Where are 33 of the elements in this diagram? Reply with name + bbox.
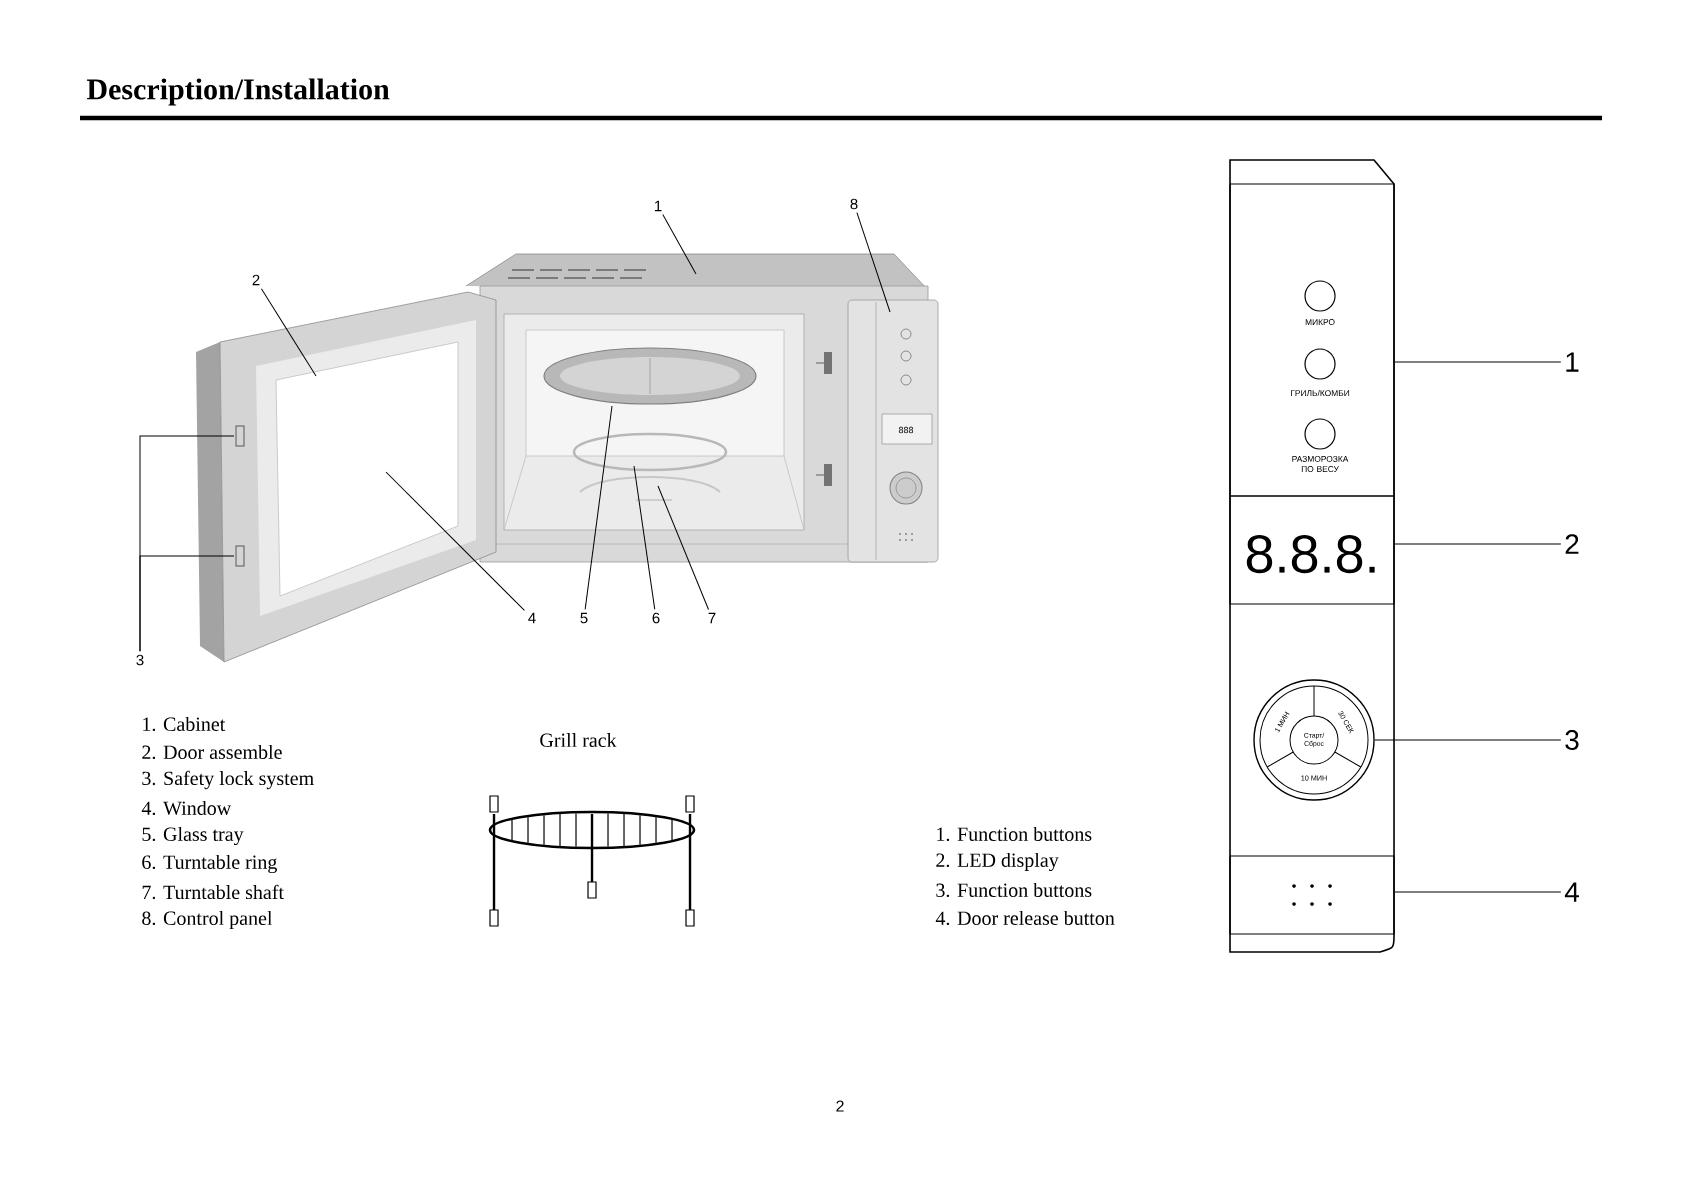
- parts-list-item: 4. Window: [141, 800, 232, 816]
- parts-list-item: 3. Function buttons: [936, 882, 1092, 898]
- parts-list-item: 2. Door assemble: [142, 744, 282, 760]
- page-number: 2: [836, 1100, 844, 1112]
- callout-number: 3: [1565, 730, 1579, 750]
- parts-list-item: 8. Control panel: [142, 910, 273, 930]
- leader-line: [260, 288, 317, 377]
- callout-number: 1: [1566, 352, 1579, 372]
- leader-line: [1394, 361, 1562, 363]
- leader-line: [139, 555, 235, 652]
- leader-line: [856, 212, 891, 313]
- leader-line: [1394, 543, 1562, 545]
- leader-line: [633, 465, 656, 610]
- parts-list-item: 3. Safety lock system: [142, 770, 314, 790]
- callout-number: 4: [1564, 882, 1579, 902]
- callout-number: 2: [1565, 534, 1579, 554]
- leader-line: [584, 405, 613, 610]
- parts-list-item: 2. LED display: [936, 852, 1059, 872]
- leader-line: [1374, 739, 1562, 741]
- parts-list-item: 6. Turntable ring: [142, 854, 277, 874]
- leader-line: [662, 214, 697, 275]
- leader-line: [657, 485, 709, 610]
- display-digits: 8.8.8.: [1246, 534, 1375, 574]
- page-title: Description/Installation: [86, 78, 390, 106]
- parts-list-item: 4. Door release button: [935, 910, 1115, 926]
- leader-line: [385, 471, 525, 611]
- rack-caption: Grill rack: [540, 732, 617, 748]
- parts-list-item: 1. Cabinet: [143, 716, 226, 732]
- control-panel: [1229, 159, 1395, 953]
- parts-list-item: 5. Glass tray: [142, 826, 244, 846]
- leader-line: [1394, 891, 1562, 893]
- parts-list-item: 7. Turntable shaft: [142, 884, 284, 900]
- parts-list-item: 1. Function buttons: [937, 826, 1092, 842]
